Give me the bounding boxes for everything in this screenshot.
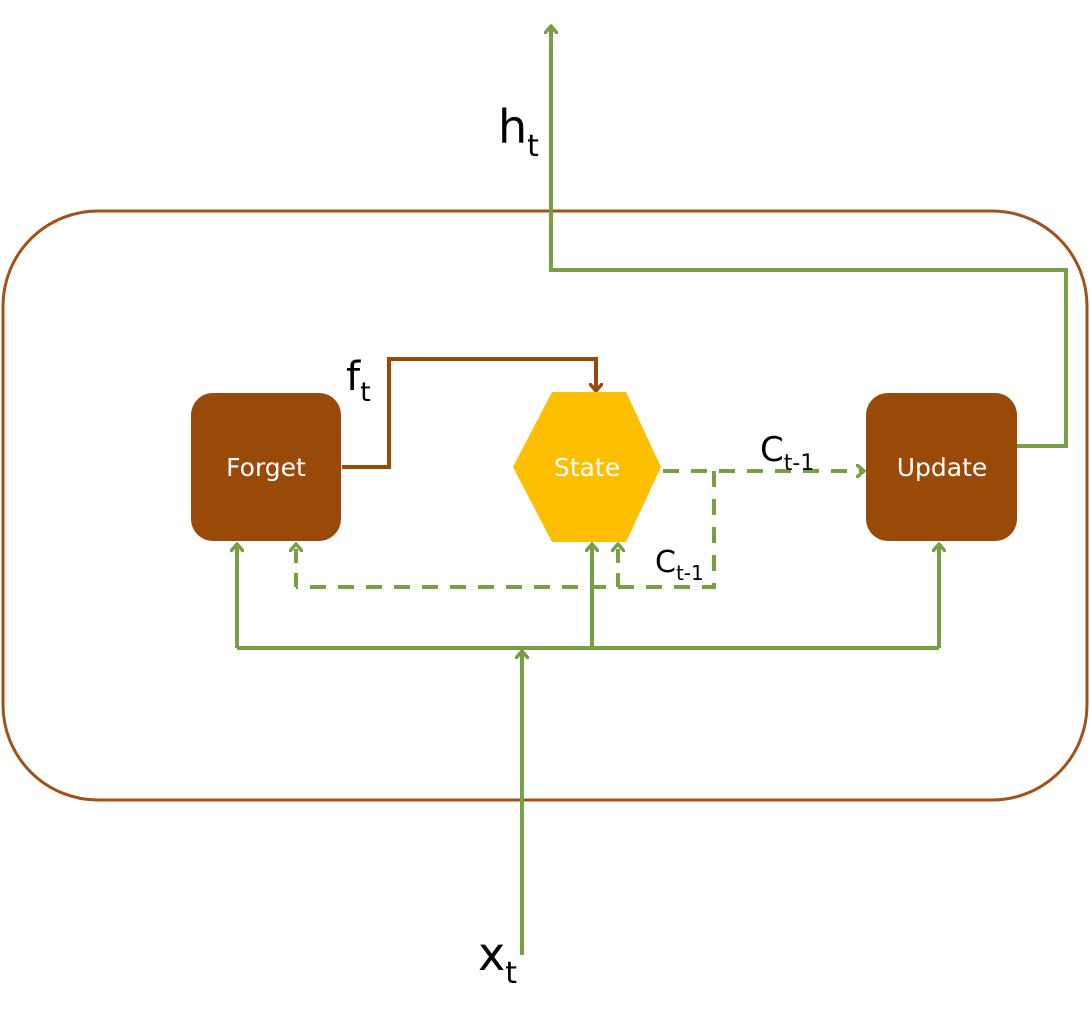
forget-node (191, 393, 341, 541)
cell-boundary (1, 209, 1089, 802)
update-node-label: Update (897, 453, 988, 482)
input-base: x (478, 927, 505, 981)
hidden-output-arrow (551, 26, 1068, 448)
prev-state-bottom-sub: t-1 (676, 561, 704, 585)
input-label: xt (478, 927, 517, 991)
forget-output-sub: t (360, 377, 371, 408)
prev-state-top-base: C (760, 430, 784, 470)
state-feedback-dashed-line (296, 471, 716, 589)
input-sub: t (505, 956, 517, 991)
prev-state-top-sub: t-1 (784, 451, 815, 476)
forget-output-base: f (346, 354, 361, 400)
prev-state-top-label: Ct-1 (760, 430, 814, 476)
hidden-state-sub: t (527, 129, 539, 164)
forget-output-label: ft (346, 354, 371, 408)
forget-node-label: Forget (226, 453, 306, 482)
forget-to-state-arrow (342, 357, 596, 469)
update-node (866, 393, 1017, 541)
prev-state-bottom-label: Ct-1 (655, 545, 704, 585)
hidden-state-label: ht (498, 100, 539, 164)
hidden-state-base: h (498, 100, 527, 154)
state-node (513, 392, 661, 542)
prev-state-bottom-base: C (655, 545, 676, 580)
state-node-label: State (554, 453, 620, 482)
